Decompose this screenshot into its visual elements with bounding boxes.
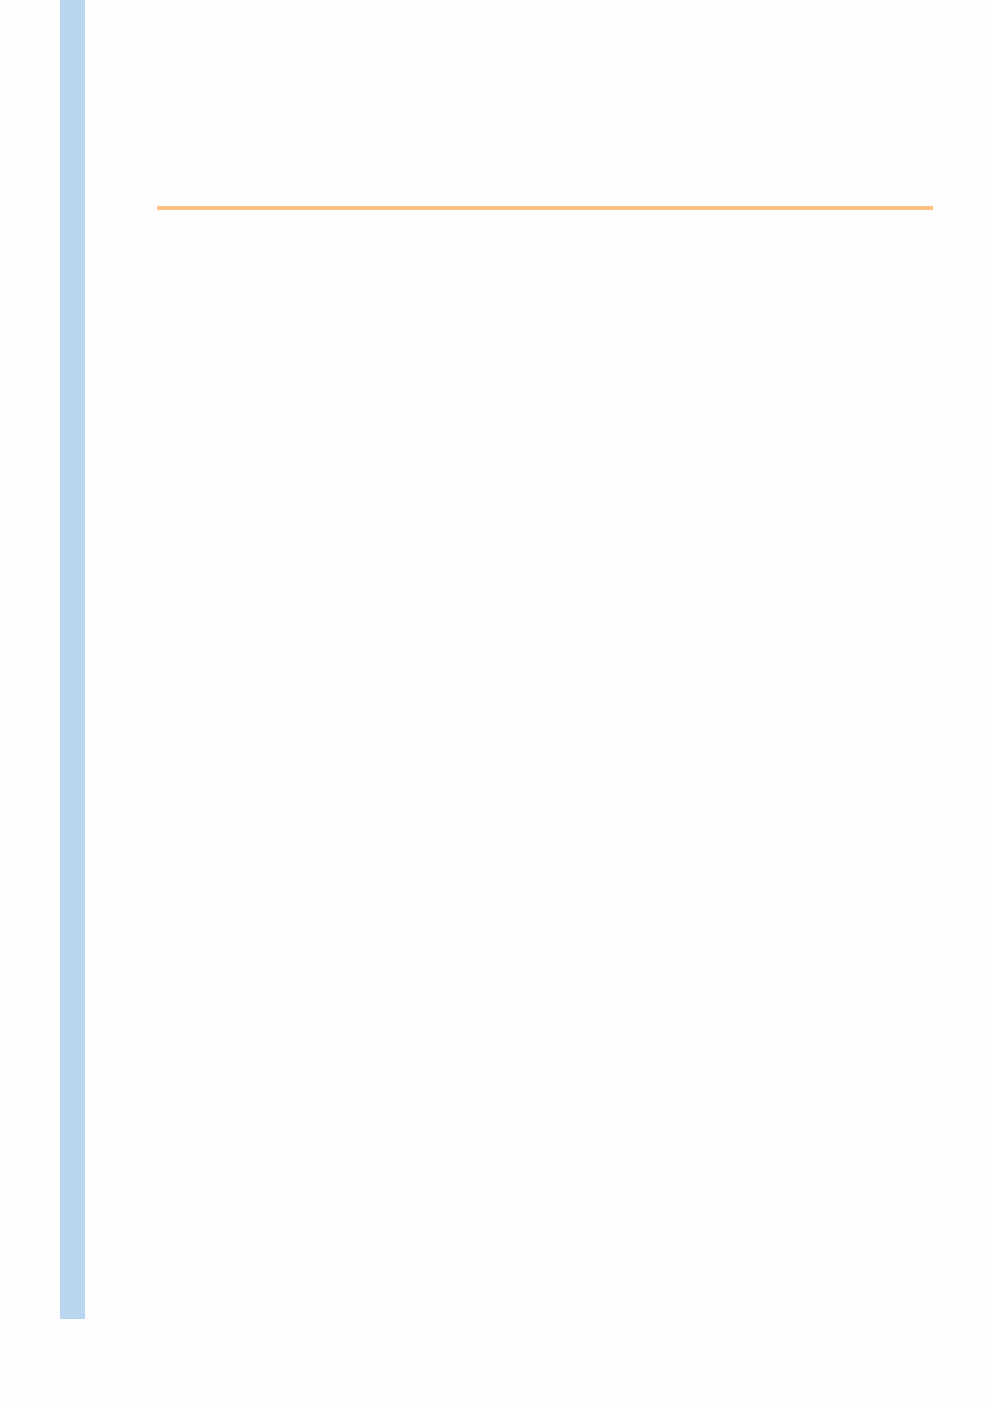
header-rule	[157, 206, 933, 210]
left-margin-band	[60, 0, 85, 1319]
